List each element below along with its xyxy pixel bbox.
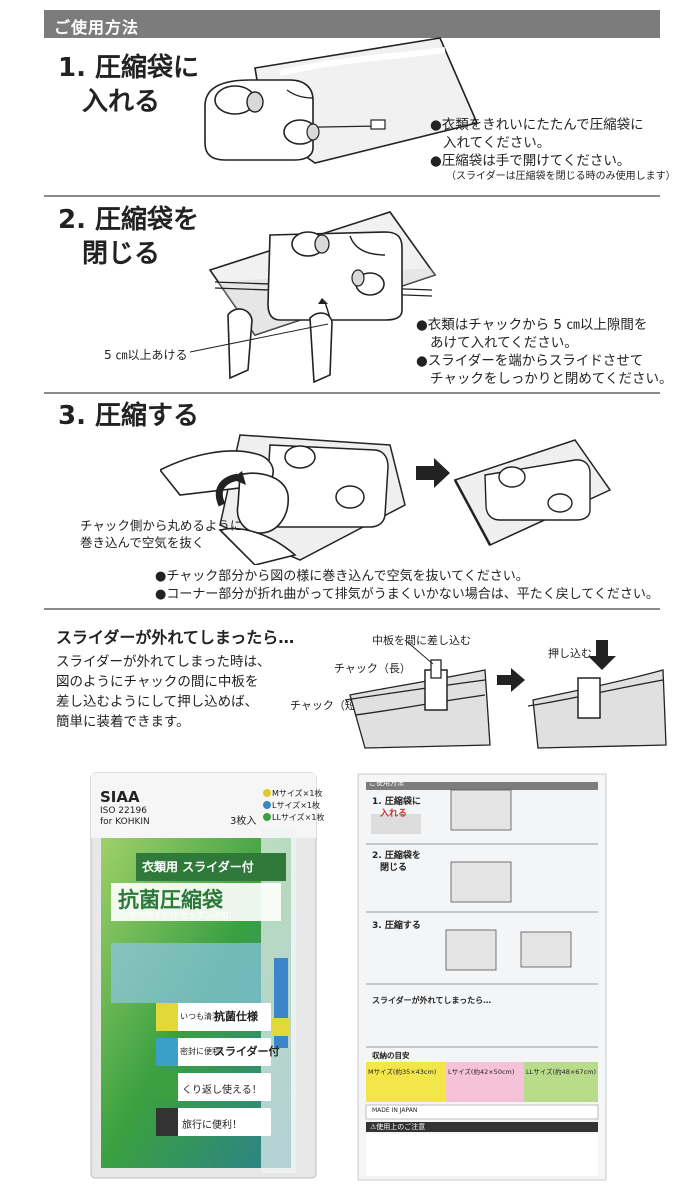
package-feat2-small: 密封に便利！ [180, 1047, 228, 1056]
step3-callout-line2: 巻き込んで空気を抜く [80, 535, 205, 550]
back-size-ll: LLサイズ(約48×67cm) [526, 1068, 597, 1076]
slider-illustration-push [528, 640, 667, 749]
step3-illustration-compressed [453, 439, 612, 546]
slider-para-line2: 図のようにチャックの間に中板を [56, 674, 259, 690]
slider-illustration-insert [345, 640, 491, 749]
package-product-name: 抗菌圧縮袋 [118, 888, 223, 912]
step2-note2-line2: チャックをしっかりと閉めてください。 [430, 371, 673, 387]
package-ribbon: 衣類用 スライダー付 [142, 860, 254, 874]
package-feat3: くり返し使える！ [182, 1085, 262, 1096]
step1-title-line2: 入れる [82, 87, 161, 117]
package-feat2: スライダー付 [214, 1045, 280, 1058]
slider-label-short: チャック（短） [290, 699, 367, 712]
package-iso: ISO 22196 [100, 806, 147, 816]
package-front-photo [90, 772, 317, 1179]
section-header-title: ご使用方法 [54, 18, 140, 37]
step2-note1-line1: ●衣類はチャックから 5 ㎝以上隙間を [416, 317, 648, 333]
step1-note2: ●圧縮袋は手で開けてください。 [430, 153, 631, 169]
package-for: for KOHKIN [100, 817, 150, 827]
step1-note3: （スライダーは圧縮袋を閉じる時のみ使用します） [446, 171, 676, 182]
package-count: 3枚入 [230, 816, 257, 827]
package-subcopy: 手で押すだけ カンタン圧縮！ [130, 911, 237, 920]
step3-callout-line1: チャック側から丸めるように [80, 518, 243, 533]
back-step1b: 入れる [380, 809, 408, 819]
divider-1 [44, 195, 660, 197]
divider-2 [44, 392, 660, 394]
package-feat1: 抗菌仕様 [214, 1010, 258, 1023]
slider-section-title: スライダーが外れてしまったら… [56, 628, 295, 647]
step2-illustration [208, 211, 437, 384]
slider-arrow-icon [497, 668, 525, 692]
slider-para-line1: スライダーが外れてしまった時は、 [56, 654, 271, 670]
back-slider: スライダーが外れてしまったら… [372, 996, 492, 1005]
package-size-ll: LLサイズ×1枚 [272, 813, 325, 822]
step3-illustration-rolling [160, 434, 406, 565]
step2-callout-line [190, 323, 329, 353]
step1-title-line1: 1. 圧縮袋に [58, 53, 200, 83]
step2-note2-line1: ●スライダーを端からスライドさせて [416, 353, 644, 369]
back-sizes: 収納の目安 [372, 1051, 410, 1060]
package-feat4: 旅行に便利！ [182, 1120, 242, 1131]
slider-label-insert: 中板を間に差し込む [372, 634, 471, 647]
step1-note1-line1: ●衣類をきれいにたたんで圧縮袋に [430, 117, 644, 133]
step3-note2: ●コーナー部分が折れ曲がって排気がうまくいかない場合は、平たく戻してください。 [155, 587, 659, 602]
slider-para-line4: 簡単に装着できます。 [56, 714, 190, 730]
step2-callout: 5 ㎝以上あける [104, 348, 188, 362]
slider-paragraph: スライダーが外れてしまった時は、 図のようにチャックの間に中板を 差し込むように… [56, 652, 306, 732]
step3-arrow-icon [416, 458, 450, 488]
section-header-bar: ご使用方法 [44, 10, 660, 38]
step3-note1: ●チャック部分から図の様に巻き込んで空気を抜いてください。 [155, 569, 529, 584]
back-header: ご使用方法 [369, 779, 404, 787]
back-size-l: Lサイズ(約42×50cm) [448, 1068, 515, 1076]
package-back-photo [357, 773, 607, 1181]
back-caution: ⚠使用上のご注意 [370, 1123, 426, 1131]
back-step2: 2. 圧縮袋を [372, 851, 421, 861]
step1-illustration [204, 37, 479, 164]
back-made-in: MADE IN JAPAN [372, 1107, 418, 1114]
package-size-l: Lサイズ×1枚 [272, 801, 321, 810]
package-size-m: Mサイズ×1枚 [272, 789, 323, 798]
back-step3: 3. 圧縮する [372, 921, 421, 931]
slider-label-push: 押し込む [548, 647, 592, 660]
back-size-m: Mサイズ(約35×43cm) [368, 1068, 437, 1076]
back-step2b: 閉じる [380, 863, 408, 873]
package-feat1-small: いつも清潔！ [180, 1012, 228, 1021]
back-step1: 1. 圧縮袋に [372, 797, 421, 807]
step2-title-line2: 閉じる [82, 239, 161, 269]
divider-3 [44, 608, 660, 610]
step2-title-line1: 2. 圧縮袋を [58, 205, 200, 235]
slider-label-long: チャック（長） [334, 662, 411, 675]
step3-title: 3. 圧縮する [58, 401, 200, 431]
step2-note1-line2: あけて入れてください。 [430, 335, 578, 351]
step1-note1-line2: 入れてください。 [443, 135, 551, 151]
package-siaa: SIAA [100, 788, 140, 806]
slider-para-line3: 差し込むようにして押し込めば、 [56, 694, 259, 710]
